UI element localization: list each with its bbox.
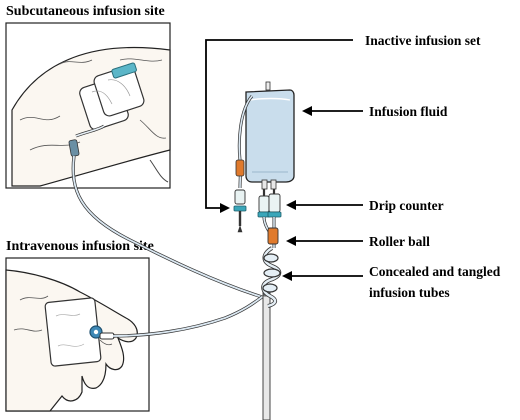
fluid-bag	[245, 89, 295, 183]
label-tubes-line1: Concealed and tangled	[369, 264, 501, 279]
label-infusion-fluid: Infusion fluid	[369, 104, 448, 119]
infusion-bag	[245, 81, 295, 190]
drip-chamber-2	[268, 193, 281, 213]
label-roller-ball: Roller ball	[369, 234, 430, 249]
roller-ball-clamp	[267, 227, 279, 245]
label-arrows	[205, 39, 363, 281]
subcut-needle-wing	[111, 62, 137, 79]
iv-pole	[262, 289, 271, 420]
tangled-tubes	[261, 246, 282, 308]
active-drip-set	[257, 189, 282, 248]
label-tubes-line2: infusion tubes	[369, 285, 450, 300]
subcutaneous-title: Subcutaneous infusion site	[6, 4, 165, 19]
arrow-inactive-set	[205, 39, 353, 213]
subcutaneous-dressing	[79, 62, 145, 131]
inactive-roller	[235, 159, 245, 177]
subcutaneous-panel	[5, 22, 171, 189]
label-inactive-set: Inactive infusion set	[365, 33, 481, 48]
drip-chamber-1	[258, 195, 270, 213]
label-drip-counter: Drip counter	[369, 198, 444, 213]
infusion-tubes	[71, 155, 263, 338]
subcut-connector	[68, 139, 80, 157]
intravenous-title: Intravenous infusion site	[6, 239, 154, 254]
inactive-infusion-set	[233, 95, 254, 233]
